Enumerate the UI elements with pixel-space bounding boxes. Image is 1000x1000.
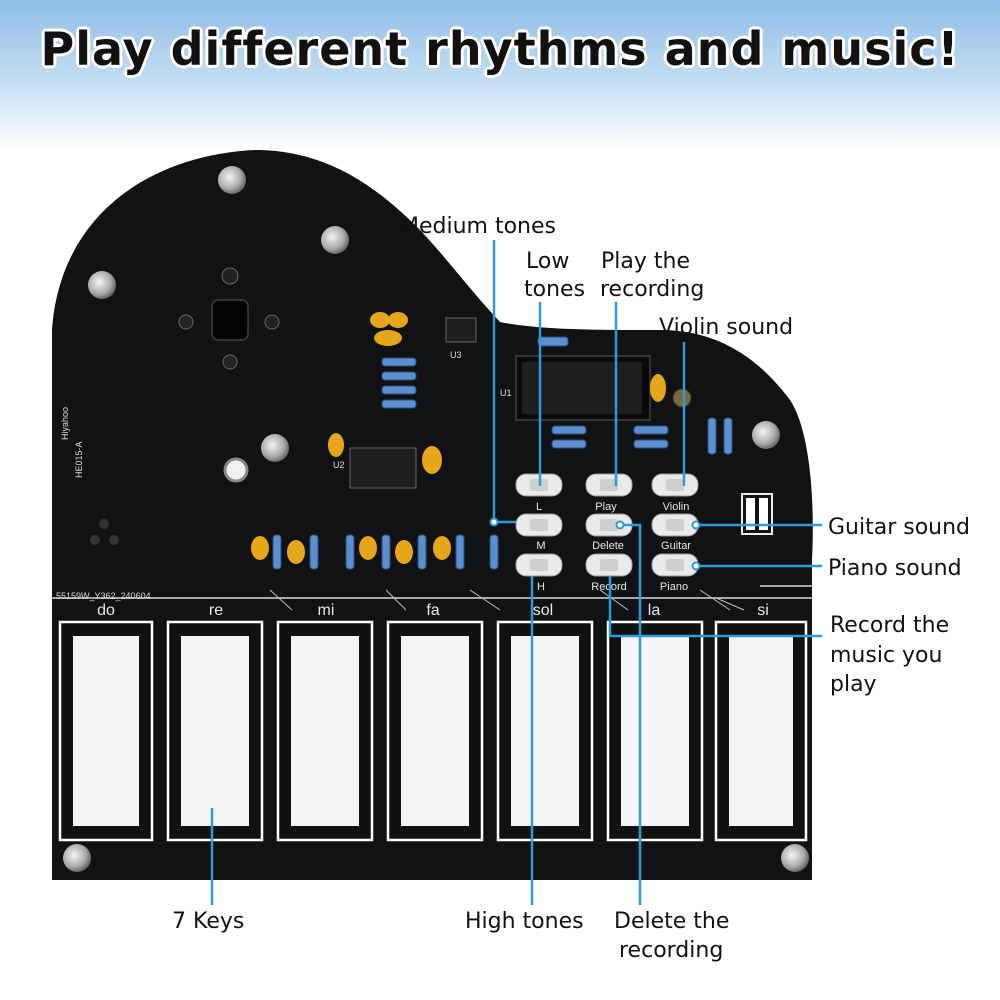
- button-play: Play: [585, 473, 633, 513]
- svg-text:U3: U3: [450, 350, 462, 360]
- callout-line-delete: [620, 523, 642, 905]
- piano-key-sol: [496, 620, 594, 842]
- svg-text:fa: fa: [426, 602, 439, 619]
- board-code: 55159W_Y362_240604: [56, 591, 151, 601]
- svg-text:U1: U1: [500, 388, 512, 398]
- label-piano-sound: Piano sound: [828, 556, 962, 581]
- label-guitar-sound: Guitar sound: [828, 515, 970, 540]
- svg-text:Play: Play: [595, 501, 617, 513]
- resistors: [272, 336, 733, 570]
- piano-key-si: [714, 620, 808, 842]
- svg-text:Hiyahoo: Hiyahoo: [60, 407, 70, 440]
- piano-keys: [58, 620, 808, 842]
- piano-key-re: [166, 620, 264, 842]
- button-high-tones: H: [515, 553, 563, 593]
- screw: [218, 166, 246, 194]
- button-piano: Piano: [651, 553, 699, 593]
- svg-text:la: la: [648, 602, 661, 619]
- svg-text:do: do: [97, 602, 115, 619]
- push-buttons: L Play Violin M Delete Guitar: [515, 473, 699, 593]
- svg-text:si: si: [757, 602, 769, 619]
- svg-text:Piano: Piano: [660, 581, 688, 593]
- screw: [88, 271, 116, 299]
- ic-u2: U2: [333, 447, 417, 489]
- screw: [752, 421, 780, 449]
- screws: [63, 166, 809, 872]
- note-labels: do re mi fa sol la si: [97, 602, 769, 619]
- label-play-recording-1: Play the: [601, 249, 690, 274]
- piano-key-fa: [386, 620, 484, 842]
- callout-dots: [489, 517, 701, 571]
- label-record-music-1: Record the: [830, 613, 949, 638]
- piano-key-do: [58, 620, 154, 842]
- solder-pads: [90, 519, 119, 545]
- button-guitar: Guitar: [651, 513, 699, 552]
- piano-key-la: [606, 620, 704, 842]
- piano-key-mi: [276, 620, 374, 842]
- key-traces: [269, 589, 745, 611]
- screw: [321, 226, 349, 254]
- connector: [741, 493, 773, 535]
- svg-text:U2: U2: [333, 460, 345, 470]
- screw: [261, 434, 289, 462]
- power-switch: [178, 267, 280, 370]
- screw: [781, 844, 809, 872]
- label-violin-sound: Violin sound: [659, 315, 793, 340]
- label-high-tones: High tones: [465, 909, 584, 934]
- label-medium-tones: Medium tones: [400, 214, 556, 239]
- button-delete: Delete: [585, 513, 633, 552]
- label-low-tones-2: tones: [524, 277, 585, 302]
- headline: Play different rhythms and music!: [40, 22, 960, 76]
- mount-hole: [223, 457, 249, 483]
- svg-text:re: re: [209, 602, 223, 619]
- header-gradient: [0, 0, 1000, 150]
- label-record-music-3: play: [830, 672, 877, 697]
- label-delete-recording-2: recording: [619, 938, 723, 963]
- callout-line-record: [608, 576, 822, 638]
- board-model: HE015-A: [74, 441, 84, 478]
- svg-text:Violin: Violin: [663, 501, 690, 513]
- svg-text:M: M: [536, 540, 545, 552]
- svg-text:L: L: [536, 501, 542, 513]
- svg-text:mi: mi: [318, 602, 335, 619]
- svg-text:Delete: Delete: [592, 540, 624, 552]
- button-violin: Violin: [651, 473, 699, 513]
- svg-text:H: H: [537, 581, 545, 593]
- svg-text:HE015-A: HE015-A: [74, 441, 84, 478]
- callout-labels: Medium tones Low tones Play the recordin…: [172, 214, 970, 963]
- board-brand: Hiyahoo: [60, 407, 70, 440]
- capacitors: [251, 312, 666, 564]
- ic-u1: U1: [500, 355, 651, 421]
- buzzer: [672, 388, 692, 408]
- screw: [63, 844, 91, 872]
- ic-u3: U3: [445, 317, 477, 360]
- label-record-music-2: music you: [830, 643, 942, 668]
- label-seven-keys: 7 Keys: [172, 909, 244, 934]
- label-delete-recording-1: Delete the: [614, 909, 729, 934]
- label-play-recording-2: recording: [600, 277, 704, 302]
- button-medium-tones: M: [515, 513, 563, 552]
- label-low-tones-1: Low: [526, 249, 569, 274]
- svg-text:sol: sol: [533, 602, 553, 619]
- svg-text:Guitar: Guitar: [661, 540, 691, 552]
